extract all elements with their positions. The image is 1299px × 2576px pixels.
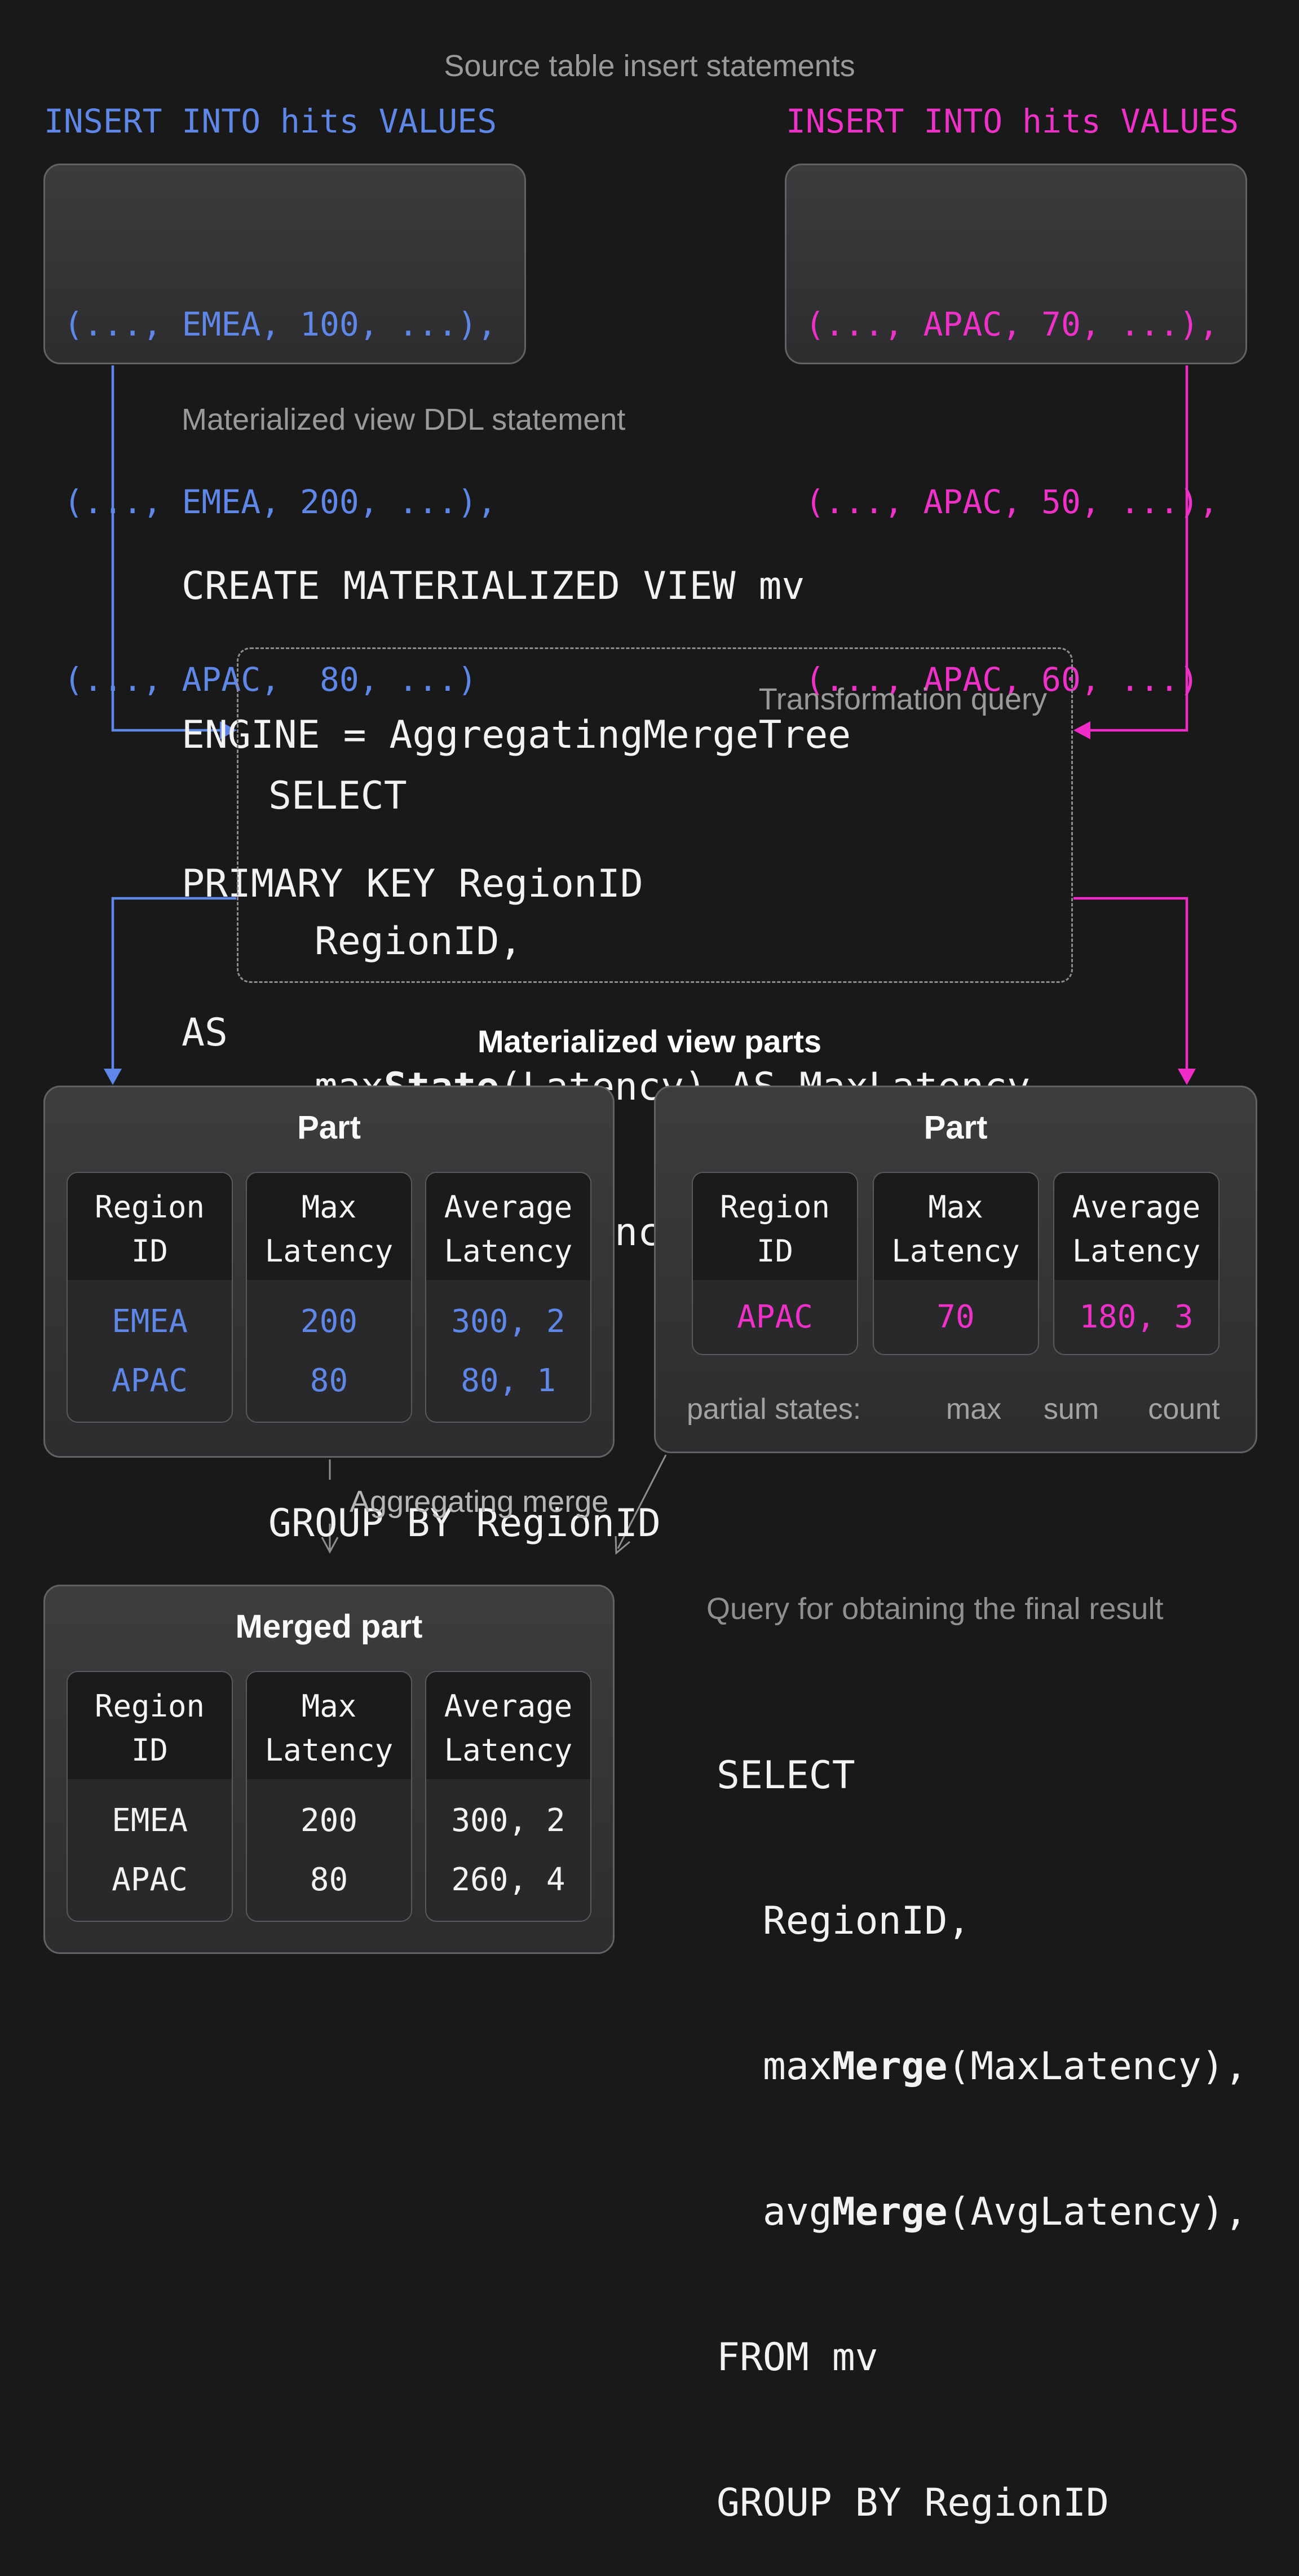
aggregating-merge-label: Aggregating merge	[350, 1484, 608, 1520]
cell-value: 260, 4	[426, 1850, 590, 1909]
part-box-right: Part Region ID APAC Max Latency 70 Avera…	[654, 1086, 1257, 1453]
query-line: GROUP BY RegionID	[717, 2479, 1248, 2528]
ddl-line: CREATE MATERIALIZED VIEW mv	[182, 562, 851, 611]
cell-value: 200	[247, 1791, 411, 1850]
cell-value: 200	[247, 1292, 411, 1351]
query-line: RegionID,	[717, 1897, 1248, 1946]
column-max-latency: Max Latency 200 80	[246, 1172, 412, 1423]
query-line: avgMerge(AvgLatency),	[717, 2188, 1248, 2237]
column-average-latency: Average Latency 180, 3	[1053, 1172, 1220, 1355]
column-header: Region ID	[68, 1173, 232, 1280]
column-header: Average Latency	[1054, 1173, 1218, 1280]
part-title: Part	[45, 1110, 613, 1146]
merged-part-box: Merged part Region ID EMEA APAC Max Late…	[43, 1585, 615, 1954]
cell-value: EMEA	[68, 1292, 232, 1351]
part-box-left: Part Region ID EMEA APAC Max Latency 200…	[43, 1086, 615, 1458]
cell-value: 300, 2	[426, 1791, 590, 1850]
column-header: Max Latency	[247, 1173, 411, 1280]
column-region-id: Region ID EMEA APAC	[67, 1671, 233, 1922]
column-average-latency: Average Latency 300, 2 80, 1	[425, 1172, 591, 1423]
cell-value: 80	[247, 1850, 411, 1909]
ddl-label: Materialized view DDL statement	[182, 402, 625, 438]
query-line: SELECT	[268, 772, 1030, 821]
query-line: RegionID,	[268, 918, 1030, 966]
insert-right-row: (..., APAC, 50, ...),	[805, 473, 1218, 532]
cell-value: 70	[874, 1287, 1038, 1347]
insert-right-header: INSERT INTO hits VALUES	[786, 97, 1239, 145]
insert-right-box: (..., APAC, 70, ...), (..., APAC, 50, ..…	[785, 164, 1247, 364]
cell-value: 300, 2	[426, 1292, 590, 1351]
partial-tag-sum: sum	[1044, 1392, 1099, 1426]
column-max-latency: Max Latency 200 80	[246, 1671, 412, 1922]
column-region-id: Region ID EMEA APAC	[67, 1172, 233, 1423]
part-title: Part	[656, 1110, 1256, 1146]
insert-left-row: (..., EMEA, 100, ...),	[64, 295, 497, 354]
cell-value: APAC	[68, 1351, 232, 1410]
column-header: Region ID	[68, 1672, 232, 1779]
cell-value: 80, 1	[426, 1351, 590, 1410]
query-line: FROM mv	[717, 2334, 1248, 2382]
partial-tag-count: count	[1148, 1392, 1220, 1426]
materialized-view-parts-label: Materialized view parts	[0, 1023, 1299, 1060]
merged-part-title: Merged part	[45, 1609, 613, 1645]
partial-tag-max: max	[946, 1392, 1001, 1426]
insert-left-header: INSERT INTO hits VALUES	[44, 97, 497, 145]
column-header: Region ID	[693, 1173, 857, 1280]
column-header: Average Latency	[426, 1173, 590, 1280]
cell-value: 180, 3	[1054, 1287, 1218, 1347]
insert-right-row: (..., APAC, 70, ...),	[805, 295, 1218, 354]
column-max-latency: Max Latency 70	[873, 1172, 1039, 1355]
column-header: Max Latency	[874, 1173, 1038, 1280]
page-title: Source table insert statements	[0, 48, 1299, 84]
cell-value: 80	[247, 1351, 411, 1410]
final-query-code: SELECT RegionID, maxMerge(MaxLatency), a…	[717, 1655, 1248, 2576]
column-region-id: Region ID APAC	[692, 1172, 858, 1355]
insert-left-box: (..., EMEA, 100, ...), (..., EMEA, 200, …	[43, 164, 526, 364]
cell-value: EMEA	[68, 1791, 232, 1850]
query-line: maxMerge(MaxLatency),	[717, 2043, 1248, 2091]
final-query-label: Query for obtaining the final result	[706, 1591, 1163, 1627]
query-line: SELECT	[717, 1752, 1248, 1800]
column-header: Max Latency	[247, 1672, 411, 1779]
partial-states-label: partial states:	[687, 1392, 861, 1426]
cell-value: APAC	[693, 1287, 857, 1347]
cell-value: APAC	[68, 1850, 232, 1909]
column-average-latency: Average Latency 300, 2 260, 4	[425, 1671, 591, 1922]
column-header: Average Latency	[426, 1672, 590, 1779]
